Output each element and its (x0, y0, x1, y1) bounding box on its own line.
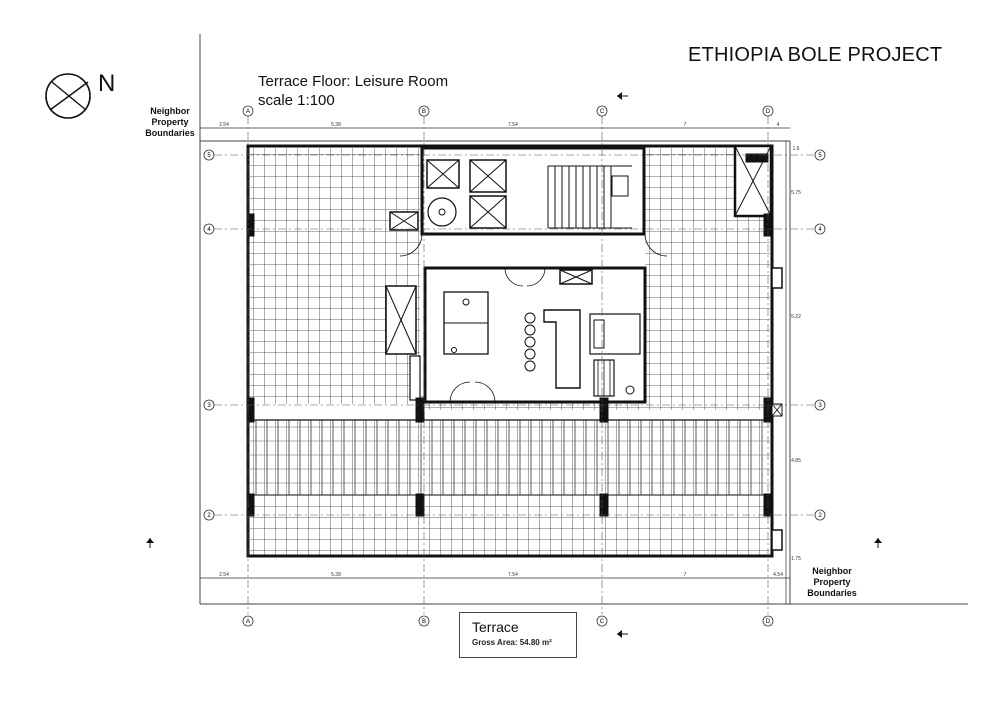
grid-column-labels: A B C D A B C D (246, 109, 771, 625)
grid-label-d-top: D (766, 109, 771, 115)
svg-text:7.54: 7.54 (508, 122, 518, 128)
grid-label-row-1-left: 5 (207, 153, 211, 159)
grid-row-labels: 5 4 3 2 5 4 3 2 (207, 153, 822, 519)
svg-text:5.38: 5.38 (331, 122, 341, 128)
terrace-tiles (250, 148, 770, 555)
svg-text:7.54: 7.54 (508, 572, 518, 578)
svg-text:5.38: 5.38 (331, 572, 341, 578)
plan-title: Terrace Floor: Leisure Room (258, 73, 449, 90)
svg-text:5.75: 5.75 (791, 190, 801, 196)
svg-text:2.54: 2.54 (219, 572, 229, 578)
grid-label-b-bottom: B (422, 619, 426, 625)
grid-label-a-top: A (246, 109, 250, 115)
terrace-name: Terrace (472, 619, 519, 635)
grid-label-row-4-left: 2 (207, 513, 211, 519)
gross-area: Gross Area: 54.80 m² (472, 638, 552, 647)
building-core (389, 146, 646, 236)
grid-bubbles-rows (203, 149, 826, 521)
grid-label-d-bottom: D (766, 619, 771, 625)
svg-text:2.54: 2.54 (219, 122, 229, 128)
neighbor-boundary-label-bottom: Neighbor Property Boundaries (807, 566, 857, 598)
svg-text:4: 4 (777, 122, 780, 128)
grid-label-row-2-left: 4 (207, 227, 211, 233)
svg-text:1.75: 1.75 (791, 556, 801, 562)
neighbor-boundary-label-top: Neighbor Property Boundaries (145, 106, 195, 138)
property-boundary-lines (199, 34, 968, 605)
terrace-area-label: Terrace Gross Area: 54.80 m² (459, 612, 577, 658)
grid-label-c-bottom: C (600, 619, 605, 625)
svg-text:5.22: 5.22 (791, 314, 801, 320)
grid-label-row-3-left: 3 (207, 403, 211, 409)
svg-text:4.54: 4.54 (773, 572, 783, 578)
section-markers (146, 92, 882, 638)
svg-text:4.85: 4.85 (791, 458, 801, 464)
svg-text:7: 7 (684, 572, 687, 578)
north-label: N (98, 70, 116, 97)
leisure-room (385, 233, 668, 404)
svg-text:1.6: 1.6 (793, 146, 800, 152)
north-arrow-icon (45, 73, 91, 119)
dimension-lines (200, 127, 790, 604)
svg-text:7: 7 (684, 122, 687, 128)
grid-label-row-4-right: 2 (818, 513, 822, 519)
grid-label-c-top: C (600, 109, 605, 115)
structural-grid (214, 116, 815, 614)
grid-label-row-3-right: 3 (818, 403, 822, 409)
dimension-labels: 2.54 5.38 7.54 7 4 2.54 5.38 7.54 7 4.54… (219, 122, 801, 578)
plan-title-block: Terrace Floor: Leisure Room scale 1:100 (258, 72, 448, 110)
grid-bubbles-columns (242, 105, 774, 627)
project-title: ETHIOPIA BOLE PROJECT (688, 44, 943, 66)
grid-label-row-1-right: 5 (818, 153, 822, 159)
grid-label-row-2-right: 4 (818, 227, 822, 233)
plan-scale: scale 1:100 (258, 92, 335, 109)
grid-label-b-top: B (422, 109, 426, 115)
grid-label-a-bottom: A (246, 619, 250, 625)
